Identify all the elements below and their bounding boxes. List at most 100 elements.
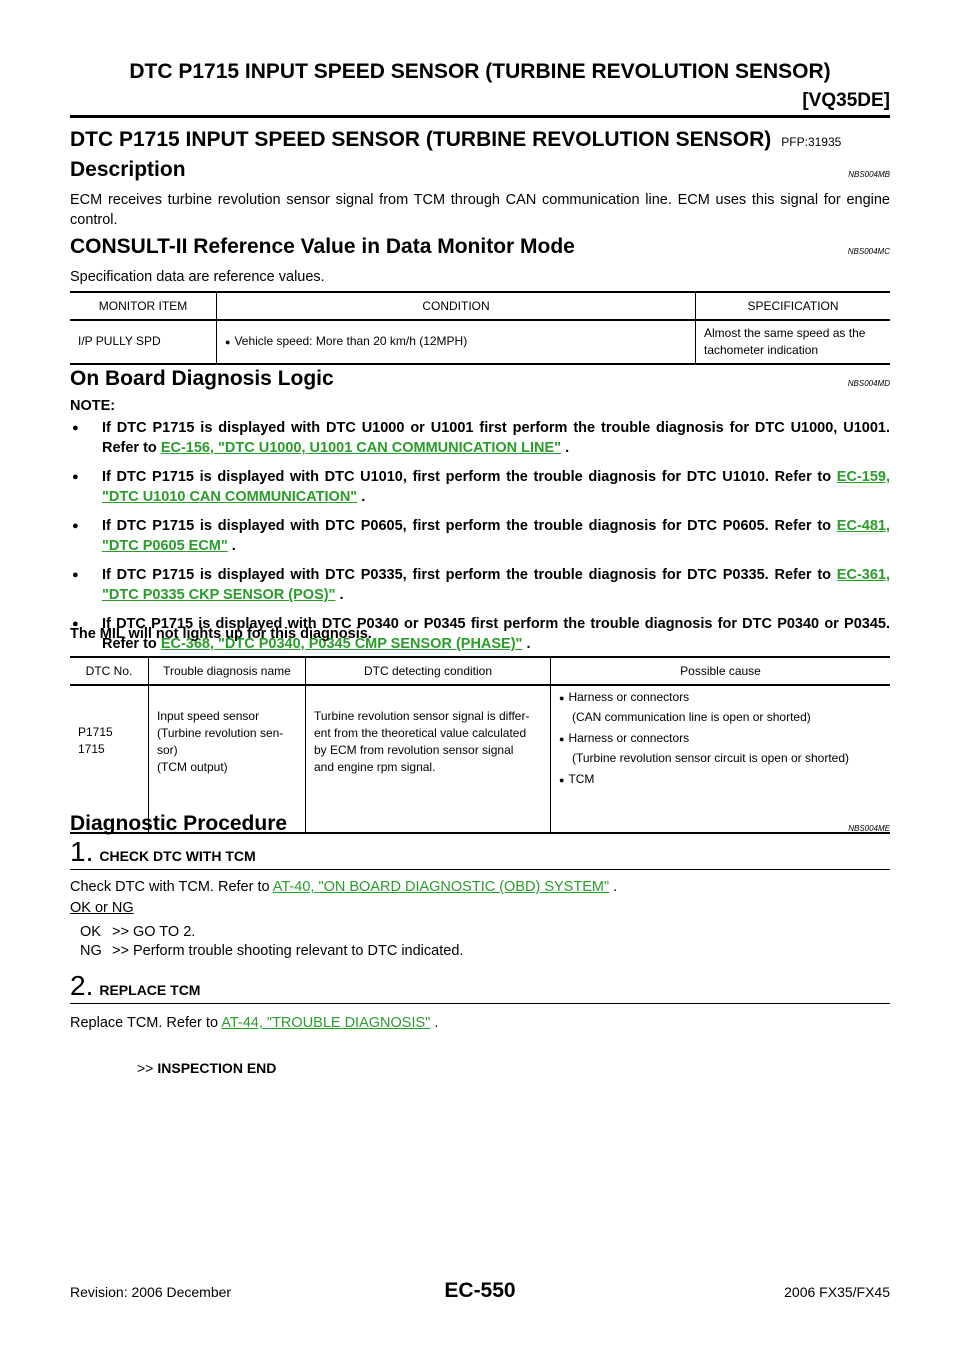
procedure-heading: Diagnostic Procedure (70, 812, 288, 835)
name-line: (Turbine revolution sen- (157, 726, 284, 740)
ok-or-ng: OK or NG (70, 900, 134, 916)
step-2-header: 2. REPLACE TCM (70, 970, 200, 1002)
consult-tag: NBS004MC (847, 247, 890, 256)
bullet-icon: ● (225, 337, 231, 347)
table-row: P1715 1715 Input speed sensor (Turbine r… (70, 685, 890, 833)
description-tag: NBS004MB (848, 170, 890, 179)
col-detecting-condition: DTC detecting condition (305, 657, 551, 685)
note-tail: . (561, 440, 570, 456)
step-2-text: Replace TCM. Refer to AT-44, "TROUBLE DI… (70, 1013, 890, 1033)
condition-text: Vehicle speed: More than 20 km/h (12MPH) (234, 334, 468, 348)
end-prefix: >> (137, 1060, 154, 1076)
col-diagnosis-name: Trouble diagnosis name (148, 657, 306, 685)
bullet-icon: ● (559, 775, 565, 785)
obd-tag: NBS004MD (847, 379, 890, 388)
step-1-header: 1.CHECK DTC WITH TCM (70, 836, 256, 868)
step-1-text: Check DTC with TCM. Refer to AT-40, "ON … (70, 877, 890, 897)
footer-model: 2006 FX35/FX45 (784, 1284, 890, 1300)
description-text: ECM receives turbine revolution sensor s… (70, 192, 890, 228)
diagnosis-name-cell: Input speed sensor (Turbine revolution s… (148, 685, 306, 833)
condition-cell: ●Vehicle speed: More than 20 km/h (12MPH… (216, 320, 696, 364)
cause-title: TCM (568, 772, 595, 786)
col-specification: SPECIFICATION (695, 292, 890, 320)
header-rule (70, 115, 890, 118)
step-rule (70, 869, 890, 870)
list-item: ●If DTC P1715 is displayed with DTC U101… (70, 467, 890, 507)
description-heading: Description (70, 158, 186, 181)
running-header-title: DTC P1715 INPUT SPEED SENSOR (TURBINE RE… (129, 60, 831, 83)
bullet-icon: ● (72, 422, 79, 434)
obd-heading: On Board Diagnosis Logic (70, 367, 334, 390)
inspection-end: >>INSPECTION END (137, 1060, 276, 1076)
cause-item: ●Harness or connectors (559, 688, 882, 708)
col-possible-cause: Possible cause (550, 657, 890, 685)
condition-line: Turbine revolution sensor signal is diff… (314, 709, 530, 723)
result-value: >> Perform trouble shooting relevant to … (112, 943, 464, 959)
ref-link[interactable]: AT-44, "TROUBLE DIAGNOSIS" (221, 1015, 431, 1031)
list-item: ●If DTC P1715 is displayed with DTC U100… (70, 418, 890, 458)
ref-link[interactable]: EC-481, "DTC P0605 ECM" (102, 518, 890, 554)
consult-intro: Specification data are reference values. (70, 269, 325, 285)
possible-cause-cell: ●Harness or connectors (CAN communicatio… (550, 685, 890, 833)
list-item: ● If DTC P1715 is displayed with DTC P033… (70, 565, 890, 605)
col-monitor-item: MONITOR ITEM (98, 299, 188, 313)
col-dtc-no: DTC No. (85, 664, 133, 678)
monitor-item-cell: I/P PULLY SPD (78, 334, 161, 348)
dtc-code: P1715 (78, 725, 113, 739)
result-key: NG (80, 943, 102, 959)
dtc-number-cell: P1715 1715 (70, 685, 149, 833)
consult-heading: CONSULT-II Reference Value in Data Monit… (70, 235, 575, 258)
engine-label: [VQ35DE] (802, 90, 890, 111)
condition-line: ent from the theoretical value calculate… (314, 726, 527, 740)
result-ok: OK >> GO TO 2. (80, 924, 195, 940)
section-title-text: DTC P1715 INPUT SPEED SENSOR (TURBINE RE… (70, 128, 772, 151)
cause-detail: (CAN communication line is open or short… (572, 709, 811, 724)
note-text: If DTC P1715 is displayed with DTC U1010… (102, 469, 837, 485)
ref-link[interactable]: EC-368, "DTC P0340, P0345 CMP SENSOR (PH… (160, 636, 523, 652)
table-row: I/P PULLY SPD ●Vehicle speed: More than … (70, 320, 890, 364)
specification-cell: Almost the same speed as the tachometer … (695, 320, 890, 364)
bullet-icon: ● (72, 520, 79, 532)
bullet-icon: ● (559, 693, 565, 703)
note-tail: . (227, 538, 236, 554)
step-number: 2. (70, 970, 94, 1001)
cause-title: Harness or connectors (568, 690, 690, 704)
condition-line: by ECM from revolution sensor signal (314, 743, 514, 757)
name-line: Input speed sensor (157, 709, 260, 723)
note-tail: . (522, 636, 531, 652)
section-title: DTC P1715 INPUT SPEED SENSOR (TURBINE RE… (70, 128, 841, 152)
col-condition: CONDITION (216, 292, 696, 320)
ref-link[interactable]: EC-361, "DTC P0335 CKP SENSOR (POS)" (102, 567, 890, 603)
bullet-icon: ● (72, 569, 79, 581)
ref-link[interactable]: EC-159, "DTC U1010 CAN COMMUNICATION" (102, 469, 890, 505)
step-tail: . (609, 879, 618, 895)
result-value: >> GO TO 2. (112, 924, 196, 940)
step-text: Replace TCM. Refer to (70, 1015, 222, 1031)
bullet-icon: ● (559, 734, 565, 744)
ref-link[interactable]: EC-156, "DTC U1000, U1001 CAN COMMUNICAT… (160, 440, 562, 456)
cause-detail: (Turbine revolution sensor circuit is op… (572, 750, 850, 765)
cause-item: ●TCM (559, 770, 882, 794)
condition-line: and engine rpm signal. (314, 760, 436, 774)
list-item: ● If DTC P1715 is displayed with DTC P034… (70, 614, 890, 654)
notes-list: ●If DTC P1715 is displayed with DTC U100… (70, 418, 890, 663)
step-number: 1. (70, 836, 94, 867)
name-line: sor) (157, 743, 178, 757)
bullet-icon: ● (72, 618, 79, 630)
note-text: If DTC P1715 is displayed with DTC P0340… (102, 616, 890, 652)
result-key: OK (80, 924, 101, 940)
detecting-condition-cell: Turbine revolution sensor signal is diff… (305, 685, 551, 833)
end-label: INSPECTION END (157, 1060, 277, 1076)
dtc-code-short: 1715 (78, 742, 105, 756)
step-label: REPLACE TCM (99, 982, 201, 998)
step-tail: . (430, 1015, 439, 1031)
ref-link[interactable]: AT-40, "ON BOARD DIAGNOSTIC (OBD) SYSTEM… (272, 879, 610, 895)
note-tail: . (335, 587, 344, 603)
dtc-table: DTC No. Trouble diagnosis name DTC detec… (70, 656, 890, 834)
procedure-tag: NBS004ME (848, 824, 890, 833)
cause-item: ●Harness or connectors (559, 729, 882, 749)
result-ng: NG >> Perform trouble shooting relevant t… (80, 943, 463, 959)
step-text: Check DTC with TCM. Refer to (70, 879, 273, 895)
note-text: If DTC P1715 is displayed with DTC P0335… (102, 567, 837, 583)
mil-note: The MIL will not lights up for this diag… (70, 626, 372, 642)
